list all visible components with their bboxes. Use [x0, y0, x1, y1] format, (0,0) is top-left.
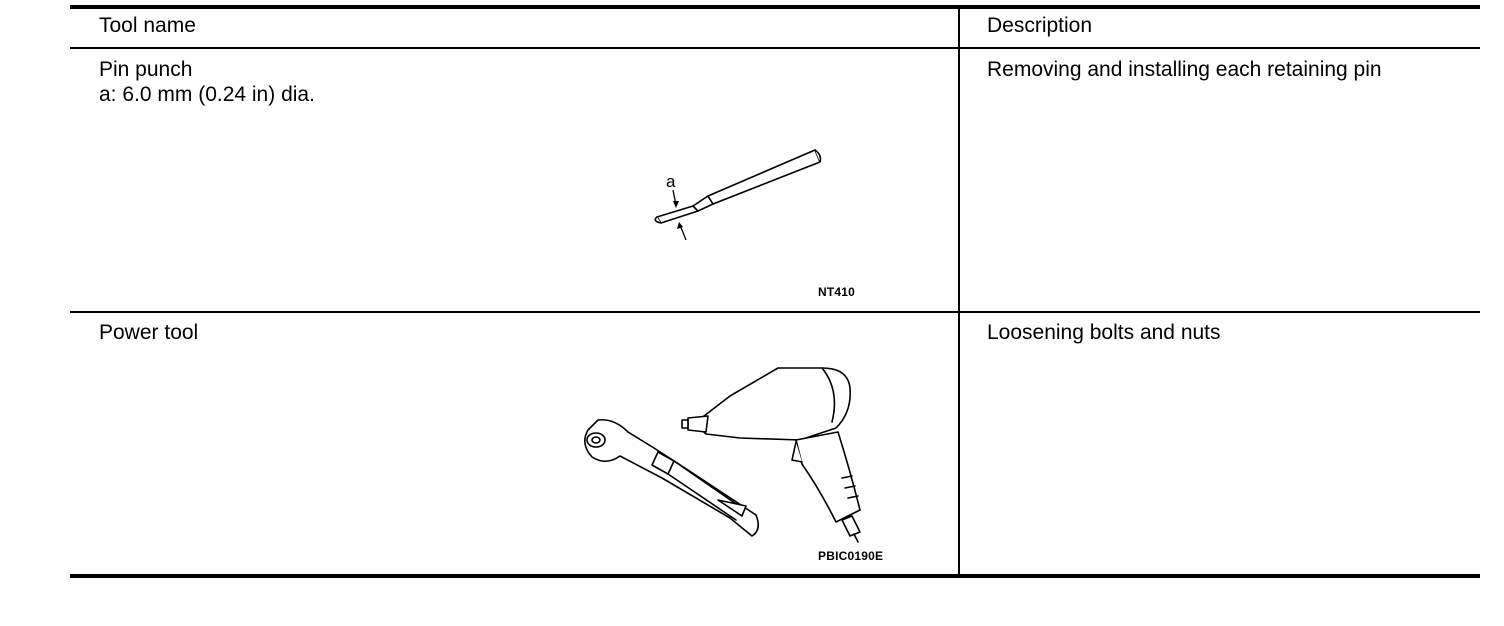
row2-figure-code: PBIC0190E [818, 549, 884, 563]
power-tool-icon [584, 367, 861, 543]
column-divider [958, 7, 960, 576]
pin-punch-icon: a [654, 149, 822, 241]
row1-description: Removing and installing each retaining p… [987, 58, 1382, 81]
dimension-label-a: a [666, 172, 676, 191]
row1-spec: a: 6.0 mm (0.24 in) dia. [99, 83, 315, 106]
table-top-rule [70, 5, 1480, 9]
row1-figure-code: NT410 [818, 285, 856, 299]
header-tool-name: Tool name [99, 14, 196, 37]
row2-tool-name: Power tool [99, 321, 199, 344]
header-description: Description [987, 14, 1093, 37]
row1-tool-name: Pin punch [99, 58, 193, 81]
special-tools-table: Tool name Description Pin punch a: 6.0 m… [70, 5, 1480, 578]
table-bottom-rule [70, 574, 1480, 578]
header-rule [70, 47, 1480, 49]
row2-description: Loosening bolts and nuts [987, 321, 1221, 344]
row-divider [70, 311, 1480, 313]
